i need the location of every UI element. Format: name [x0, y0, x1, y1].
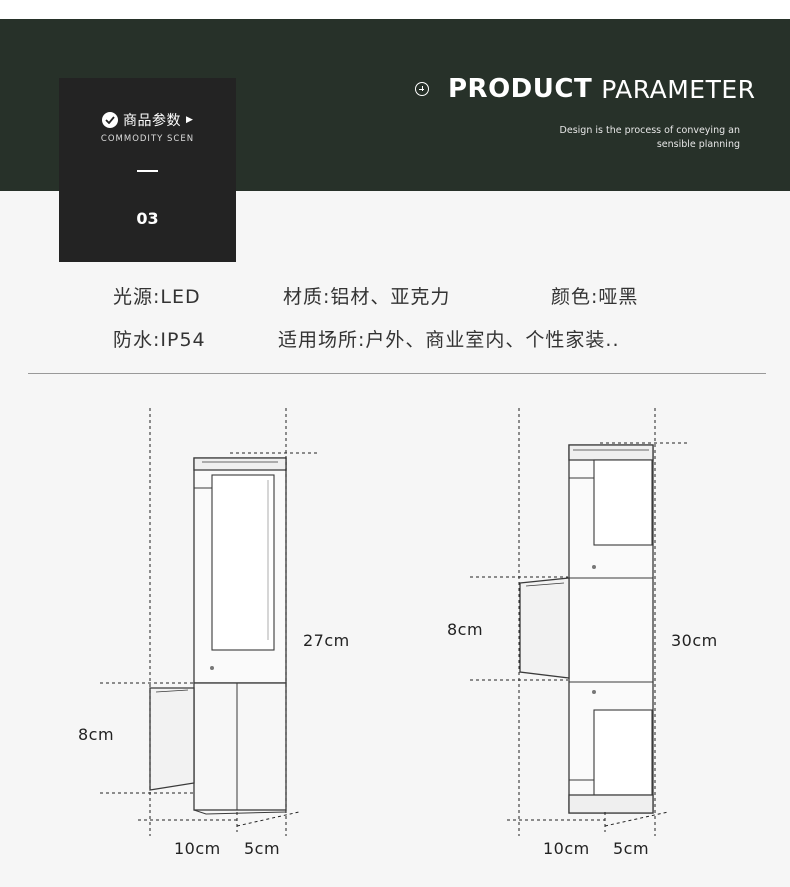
spec-material: 材质:铝材、亚克力: [283, 286, 451, 308]
header-title: PRODUCT PARAMETER: [415, 73, 756, 105]
single-height-label: 27cm: [303, 631, 350, 650]
single-arm-label: 8cm: [78, 725, 115, 744]
double-height-label: 30cm: [671, 631, 718, 650]
tagline-line-1: Design is the process of conveying an: [559, 125, 740, 136]
card-subtitle: COMMODITY SCEN: [100, 134, 195, 144]
header-tagline: Design is the process of conveying an se…: [480, 124, 740, 152]
double-depth-label: 5cm: [613, 839, 650, 858]
tagline-line-2: sensible planning: [656, 139, 740, 150]
single-width-label: 10cm: [174, 839, 221, 858]
lamp-double-drawing: [519, 444, 654, 814]
lamp-double-arm: [519, 577, 570, 679]
lamp-single-drawing: [149, 457, 287, 815]
plus-circle-icon: [415, 82, 429, 96]
double-arm-label: 8cm: [447, 620, 484, 639]
spec-application: 适用场所:户外、商业室内、个性家装..: [278, 329, 620, 351]
spec-waterproof: 防水:IP54: [113, 329, 206, 351]
lamp-double-dims: [470, 408, 688, 836]
spec-light-source: 光源:LED: [113, 286, 201, 308]
lamp-single-dims: [100, 408, 318, 836]
diagram-panel: [0, 191, 790, 887]
card-divider: [137, 170, 158, 172]
section-divider: [28, 373, 766, 374]
lamp-single-lower-body: [193, 682, 287, 811]
play-arrow-icon: ▶: [186, 114, 193, 125]
check-icon: [102, 112, 119, 128]
lamp-single-arm: [149, 687, 195, 791]
single-depth-label: 5cm: [244, 839, 281, 858]
spec-color: 颜色:哑黑: [551, 286, 639, 308]
section-card: 商品参数 ▶ COMMODITY SCEN: [59, 78, 236, 262]
card-title-row: 商品参数 ▶: [59, 110, 236, 130]
title-bold: PRODUCT: [448, 74, 593, 104]
card-number: 03: [136, 209, 159, 228]
title-light: PARAMETER: [601, 74, 756, 104]
double-width-label: 10cm: [543, 839, 590, 858]
card-title: 商品参数: [123, 113, 182, 129]
